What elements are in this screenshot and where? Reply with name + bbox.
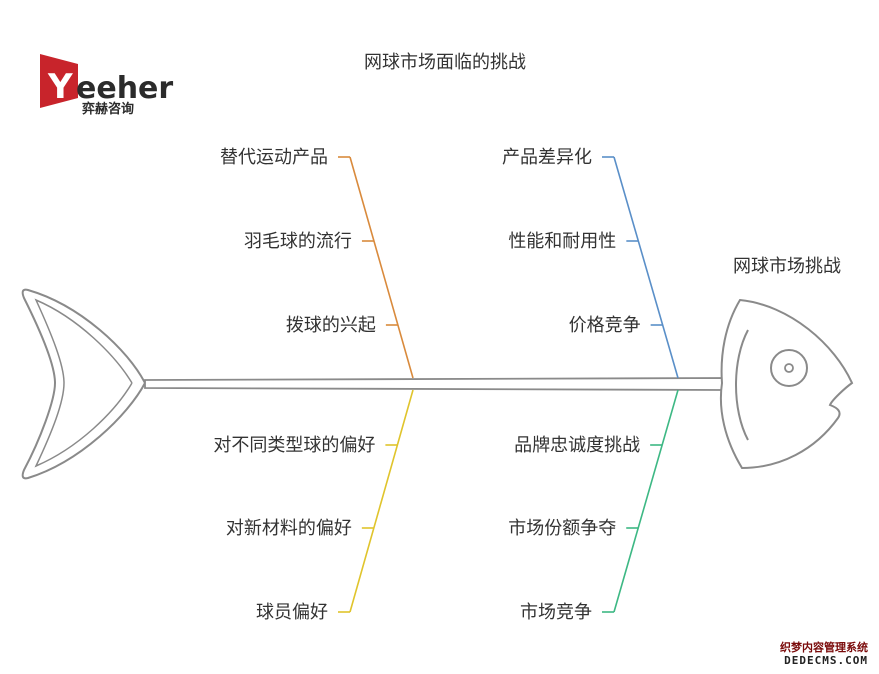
fish-eye-inner bbox=[784, 363, 794, 373]
watermark: 织梦内容管理系统 DEDECMS.COM bbox=[780, 640, 868, 667]
branch-line-right-bottom bbox=[613, 389, 679, 613]
diagram-title: 网球市场面临的挑战 bbox=[364, 52, 526, 73]
branch-label: 球员偏好 bbox=[256, 602, 328, 623]
logo-letter-y: Y bbox=[47, 67, 73, 107]
fish-gill bbox=[735, 329, 749, 441]
branch-label: 市场竞争 bbox=[520, 602, 592, 623]
fish-head bbox=[719, 298, 854, 470]
watermark-en: DEDECMS.COM bbox=[784, 654, 868, 667]
branch-line-right-top bbox=[613, 156, 679, 379]
logo-red-mark bbox=[40, 54, 78, 108]
head-label: 网球市场挑战 bbox=[733, 256, 841, 277]
branch-label: 替代运动产品 bbox=[220, 147, 328, 168]
branch-line-left-bottom bbox=[349, 389, 414, 613]
branch-label: 对新材料的偏好 bbox=[226, 518, 352, 539]
fish-spine bbox=[144, 377, 723, 391]
branch-label: 羽毛球的流行 bbox=[244, 231, 352, 252]
logo-brand-text: eeher bbox=[76, 71, 173, 106]
branch-line-left-top bbox=[349, 156, 414, 379]
watermark-cn: 织梦内容管理系统 bbox=[780, 640, 868, 654]
logo: Y eeher 弈赫咨询 bbox=[40, 54, 173, 117]
branch-label: 市场份额争夺 bbox=[508, 518, 616, 539]
branch-label: 性能和耐用性 bbox=[508, 231, 616, 252]
branch-label: 产品差异化 bbox=[502, 147, 592, 168]
fish-eye-outer bbox=[770, 349, 808, 387]
logo-cn-text: 弈赫咨询 bbox=[82, 101, 134, 117]
branch-label: 品牌忠诚度挑战 bbox=[514, 435, 640, 456]
branch-label: 对不同类型球的偏好 bbox=[213, 435, 375, 456]
branch-label: 价格竞争 bbox=[569, 315, 641, 336]
fish-tail-inner bbox=[34, 298, 133, 468]
fish-tail bbox=[21, 288, 147, 480]
branch-label: 拨球的兴起 bbox=[286, 315, 376, 336]
branches: 替代运动产品羽毛球的流行拨球的兴起对不同类型球的偏好对新材料的偏好球员偏好产品差… bbox=[213, 147, 679, 623]
